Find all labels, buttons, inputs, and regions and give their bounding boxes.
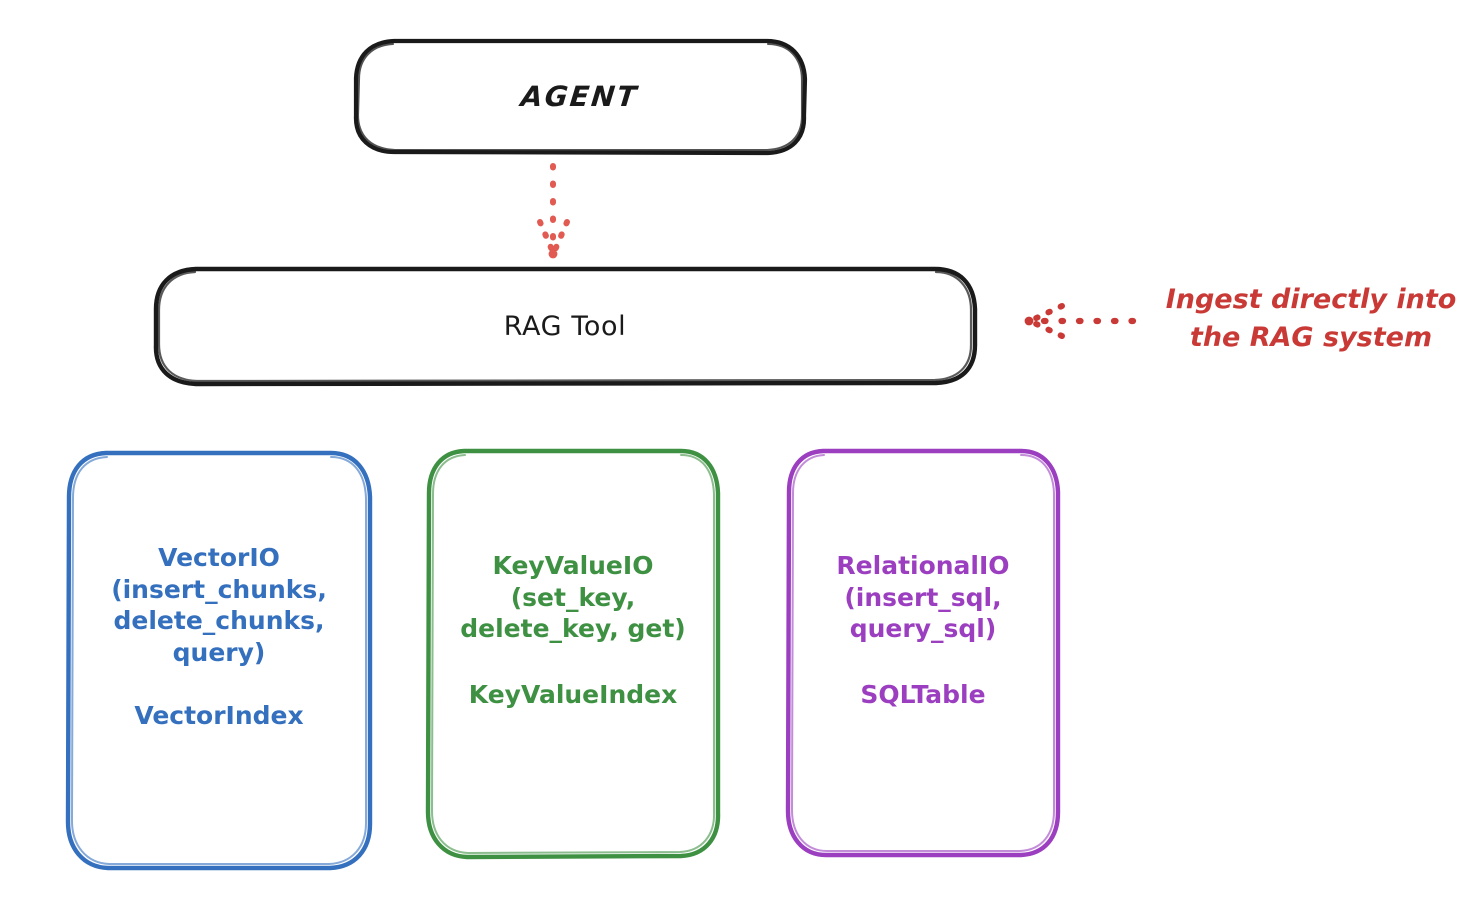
vector-io-node[interactable]: VectorIO (insert_chunks, delete_chunks, … — [68, 452, 370, 868]
relational-io-box-outline — [785, 448, 1061, 858]
rag-tool-node[interactable]: RAG Tool — [155, 268, 975, 384]
agent-to-rag-connector — [537, 163, 570, 259]
vector-io-box-outline — [65, 450, 373, 871]
agent-node[interactable]: AGENT — [355, 40, 805, 153]
agent-label: AGENT — [519, 80, 641, 113]
key-value-io-title: KeyValueIO (set_key, delete_key, get) — [460, 551, 686, 643]
agent-box-outline — [353, 38, 808, 156]
key-value-io-box-outline — [425, 448, 721, 860]
relational-io-title: RelationalIO (insert_sql, query_sql) — [836, 551, 1010, 643]
annotation-to-rag-connector — [1024, 303, 1137, 339]
rag-tool-label: RAG Tool — [503, 310, 627, 342]
vector-io-title: VectorIO (insert_chunks, delete_chunks, … — [111, 543, 327, 667]
relational-io-index: SQLTable — [860, 679, 986, 709]
key-value-io-node[interactable]: KeyValueIO (set_key, delete_key, get) Ke… — [428, 450, 718, 856]
key-value-io-index: KeyValueIndex — [468, 679, 678, 709]
ingest-annotation-text: Ingest directly into the RAG system — [1165, 284, 1457, 354]
rag-tool-box-outline — [153, 266, 978, 387]
vector-io-index: VectorIndex — [134, 701, 304, 730]
relational-io-node[interactable]: RelationalIO (insert_sql, query_sql) SQL… — [788, 450, 1058, 855]
